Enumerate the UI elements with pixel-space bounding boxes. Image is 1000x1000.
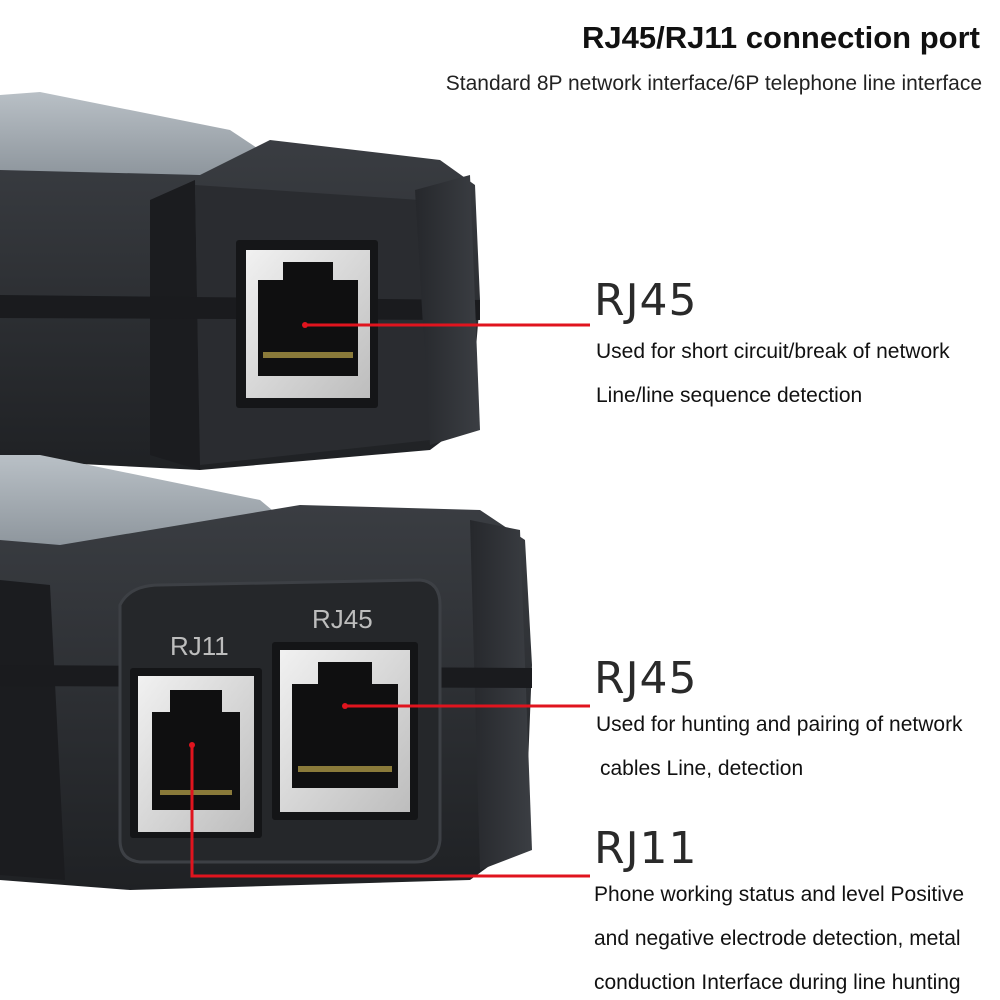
callout-desc-bottom-rj11-line1: Phone working status and level Positive: [594, 883, 965, 906]
callout-dot-bottom-rj45: [342, 703, 348, 709]
callout-desc-bottom-rj11-line2: and negative electrode detection, metal: [594, 927, 961, 950]
top-side-groove: [150, 180, 200, 470]
callout-dot-top-rj45: [302, 322, 308, 328]
page-title: RJ45/RJ11 connection port: [582, 20, 980, 55]
callout-lines: [189, 322, 590, 878]
callout-label-bottom-rj45: RJ45: [594, 653, 698, 704]
callout-desc-top-rj45-line1: Used for short circuit/break of network: [596, 340, 950, 363]
callout-desc-top-rj45-line2: Line/line sequence detection: [596, 384, 863, 407]
page-subtitle: Standard 8P network interface/6P telepho…: [445, 72, 982, 95]
callout-desc-bottom-rj11-line3: conduction Interface during line hunting: [594, 971, 961, 994]
callout-line-bottom-rj11: [190, 745, 590, 878]
callout-label-top-rj45: RJ45: [594, 275, 698, 326]
bottom-tester-unit: RJ11 RJ45: [0, 455, 532, 890]
top-tester-unit: [0, 92, 480, 470]
callout-dot-bottom-rj11: [189, 742, 195, 748]
bottom-left-groove: [0, 580, 65, 880]
bottom-right-edge: [470, 520, 532, 870]
device-label-rj11: RJ11: [170, 631, 229, 661]
top-right-edge: [415, 175, 480, 445]
callout-desc-bottom-rj45-line2: cables Line, detection: [600, 757, 804, 780]
top-label-panel: [0, 92, 260, 175]
callout-label-bottom-rj11: RJ11: [594, 823, 698, 874]
device-label-rj45: RJ45: [312, 604, 373, 634]
callout-desc-bottom-rj45-line1: Used for hunting and pairing of network: [596, 713, 963, 736]
